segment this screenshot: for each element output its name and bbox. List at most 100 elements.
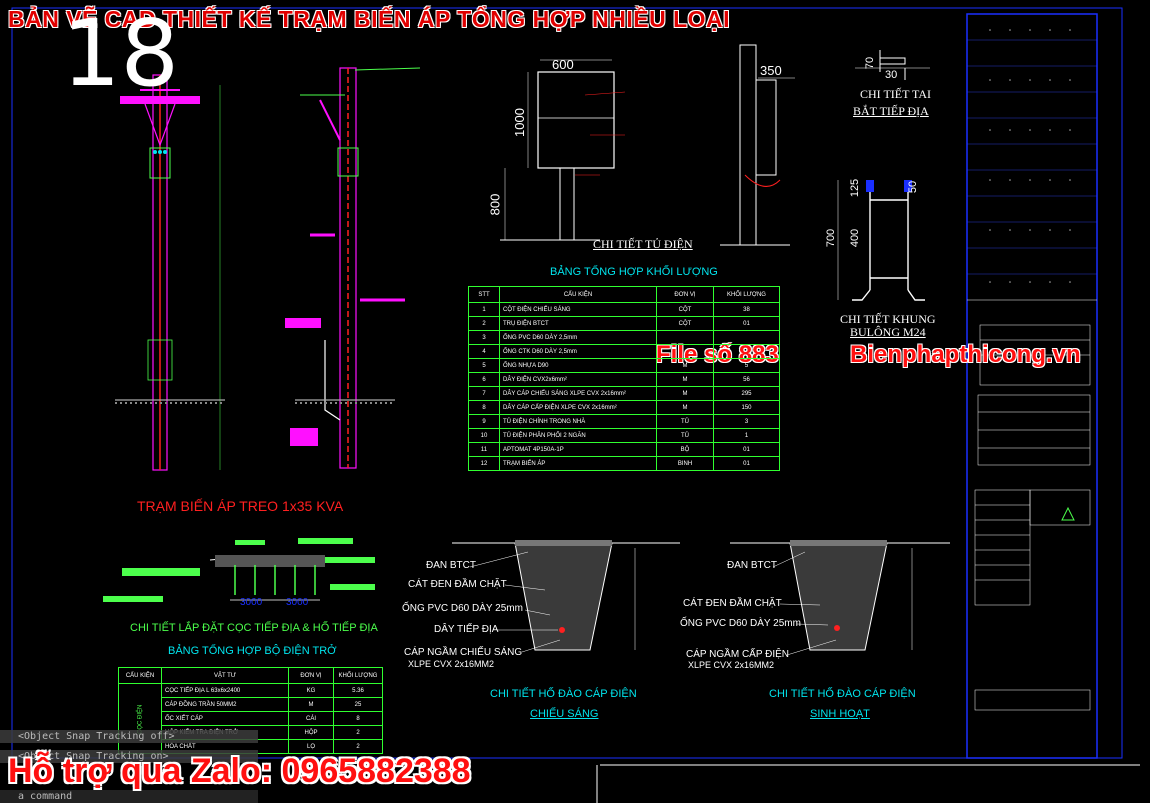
cell: CỘT xyxy=(656,316,714,331)
resistor-table-title: BẢNG TỔNG HỢP BỘ ĐIỆN TRỞ xyxy=(168,645,337,657)
trench-lighting-label-2: CÁT ĐEN ĐẦM CHẶT xyxy=(408,579,507,590)
cell: 295 xyxy=(713,386,780,401)
cell: ỐNG CTK D60 DÀY 2,5mm xyxy=(499,344,657,359)
cell: 7 xyxy=(468,386,500,401)
cell: DÂY ĐIỆN CVX2x6mm² xyxy=(499,372,657,387)
col-component: CẤU KIỆN xyxy=(499,286,657,303)
pole-side-view xyxy=(285,67,421,469)
cell: KG xyxy=(288,683,334,698)
website-label: Bienphapthicong.vn xyxy=(850,341,1081,368)
cell: 4 xyxy=(468,344,500,359)
title-block-dots xyxy=(989,29,1071,283)
cell: M xyxy=(656,372,714,387)
cell: DÂY CÁP CẤP ĐIỆN XLPE CVX 2x16mm² xyxy=(499,400,657,415)
cell: 25 xyxy=(333,697,383,712)
cell xyxy=(713,344,780,359)
cell: BỘ xyxy=(656,442,714,457)
cell: 8 xyxy=(468,400,500,415)
cell: TRẠM BIẾN ÁP xyxy=(499,456,657,471)
lug-title-line1: CHI TIẾT TAI xyxy=(860,87,932,101)
command-history-line-1: <Object Snap Tracking off> xyxy=(0,730,258,743)
cabinet-dim-width: 600 xyxy=(552,57,574,72)
cell: 38 xyxy=(713,302,780,317)
cabinet-dim-base: 800 xyxy=(487,193,503,216)
trench-lighting-label-4: DÂY TIẾP ĐỊA xyxy=(434,624,499,635)
zalo-support-banner: Hỗ trợ qua Zalo: 0965882388 xyxy=(8,752,471,790)
frame-title-line1: CHI TIẾT KHUNG xyxy=(840,312,936,326)
cell: CÁI xyxy=(288,711,334,726)
warning-icon xyxy=(1061,506,1075,521)
command-input[interactable]: a command xyxy=(0,790,258,803)
group-cell: CỌC ĐIỆN xyxy=(118,683,162,754)
cell: 01 xyxy=(713,442,780,457)
resistor-table-header: CẤU KIỆN VẬT TƯ ĐƠN VỊ KHỐI LƯỢNG xyxy=(118,667,383,684)
resistor-table: CẤU KIỆN VẬT TƯ ĐƠN VỊ KHỐI LƯỢNG CỌC ĐI… xyxy=(118,667,383,754)
cell: 5.36 xyxy=(333,683,383,698)
cell: TỦ xyxy=(656,428,714,443)
trench-lighting-label-5: CÁP NGẦM CHIẾU SÁNG xyxy=(404,647,523,658)
trench-lighting-label-6: XLPE CVX 2x16MM2 xyxy=(408,659,495,669)
banner-title: BẢN VẼ CAD THIẾT KẾ TRẠM BIẾN ÁP TỔNG HỢ… xyxy=(8,6,731,32)
trench-domestic-label-2: CÁT ĐEN ĐẦM CHẶT xyxy=(683,598,782,609)
grounding-detail-drawing xyxy=(103,538,375,602)
cabinet-side-view xyxy=(720,44,795,246)
trench-domestic-label-4: CÁP NGẦM CẤP ĐIỆN xyxy=(686,649,789,660)
cell: M xyxy=(656,358,714,373)
cell: 01 xyxy=(713,456,780,471)
grounding-dim-b: 3000 xyxy=(286,597,309,608)
cell: TỦ ĐIỆN PHÂN PHỐI 2 NGĂN xyxy=(499,428,657,443)
pole-front-view xyxy=(115,74,225,471)
cell: TỦ ĐIỆN CHÍNH TRONG NHÀ xyxy=(499,414,657,429)
cell: 3 xyxy=(468,330,500,345)
trench-domestic-drawing xyxy=(730,540,950,651)
trench-domestic-label-3: ỐNG PVC D60 DÀY 25mm xyxy=(680,618,801,629)
frame-dim-a: 125 xyxy=(849,178,862,198)
drawing-number: 18 xyxy=(62,0,180,107)
cell: 01 xyxy=(713,316,780,331)
cell: ỐC XIẾT CÁP xyxy=(161,711,289,726)
cell: ỐNG NHỰA D90 xyxy=(499,358,657,373)
cell: DÂY CÁP CHIẾU SÁNG XLPE CVX 2x16mm² xyxy=(499,386,657,401)
cell: TỦ xyxy=(656,414,714,429)
cell: 8 xyxy=(333,711,383,726)
bolt-frame-drawing xyxy=(837,180,925,301)
cell: 1 xyxy=(713,428,780,443)
cell: 2 xyxy=(333,725,383,740)
cell: APTOMAT 4P150A-1P xyxy=(499,442,657,457)
lug-dim-b: 30 xyxy=(885,69,898,81)
frame-bolt-icons xyxy=(866,180,912,192)
grounding-title: CHI TIẾT LẮP ĐẶT CỌC TIẾP ĐỊA & HỐ TIẾP … xyxy=(130,622,378,634)
frame-dim-b: 400 xyxy=(849,228,862,248)
cell: 6 xyxy=(468,372,500,387)
trench-domestic-title-line2: SINH HOẠT xyxy=(810,708,870,720)
cell: 11 xyxy=(468,442,500,457)
frame-title-line2: BULÔNG M24 xyxy=(850,325,926,339)
cell: CỘT ĐIỆN CHIẾU SÁNG xyxy=(499,302,657,317)
trench-domestic-label-5: XLPE CVX 2x16MM2 xyxy=(688,660,775,670)
cell xyxy=(656,330,714,345)
cell: 56 xyxy=(713,372,780,387)
frame-dim-d: 50 xyxy=(907,180,920,194)
cell: M xyxy=(656,400,714,415)
cabinet-dim-height: 1000 xyxy=(511,108,527,137)
cell: M xyxy=(656,386,714,401)
cabinet-front-view xyxy=(500,59,626,241)
cell: 5 xyxy=(713,358,780,373)
cabinet-title: CHI TIẾT TỦ ĐIỆN xyxy=(593,237,693,251)
lug-title-line2: BẮT TIẾP ĐỊA xyxy=(853,104,929,118)
grounding-dim-a: 3000 xyxy=(240,597,263,608)
title-block xyxy=(966,13,1098,759)
cell: LỌ xyxy=(288,739,334,754)
command-history-line-2: <Object Snap Tracking on> xyxy=(0,750,258,763)
